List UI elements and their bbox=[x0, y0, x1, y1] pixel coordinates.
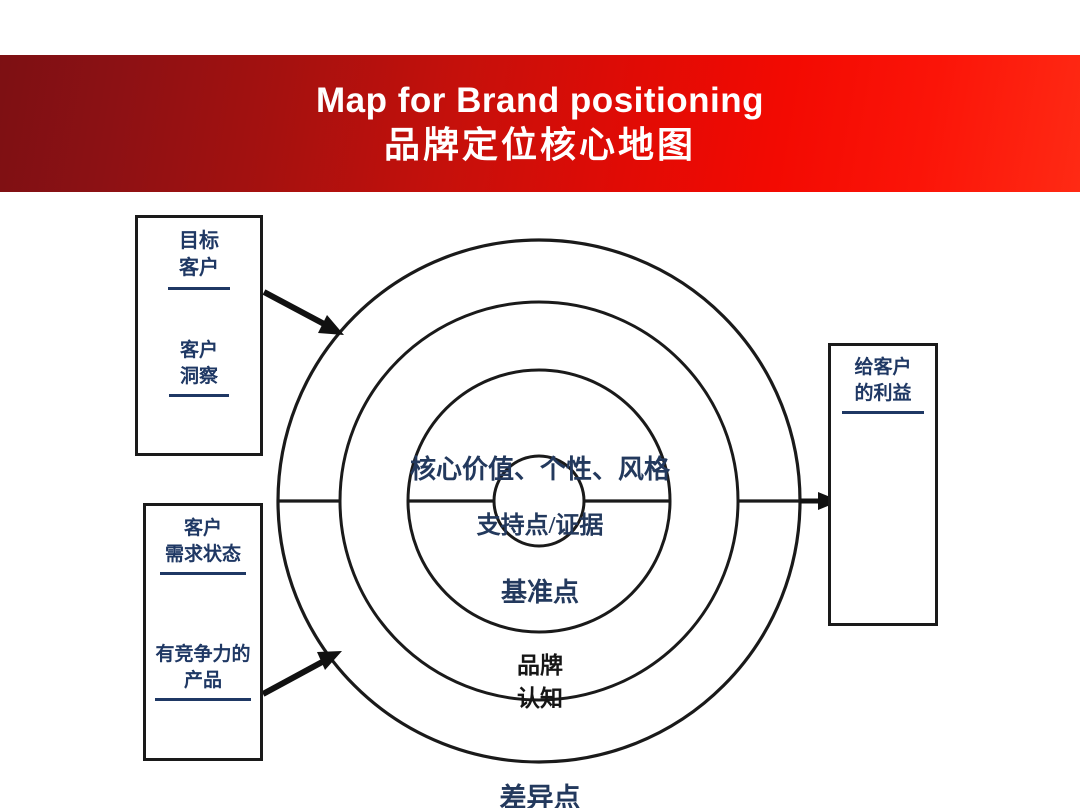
entry-customer-benefit: 给客户 的利益 bbox=[839, 355, 927, 415]
box-target-customer[interactable]: 目标 客户 客户 洞察 bbox=[135, 215, 263, 456]
arrow-competitive-product-to-circle-icon bbox=[317, 651, 342, 670]
entry-competitive-product-line2: 产品 bbox=[183, 669, 222, 691]
center-label-line2: 认知 bbox=[517, 686, 563, 712]
box-customer-benefit[interactable]: 给客户 的利益 bbox=[828, 343, 938, 626]
center-label-line1: 品牌 bbox=[517, 653, 563, 678]
ring-label-support: 支持点/证据 bbox=[476, 513, 604, 539]
entry-customer-needs-state: 客户 需求状态 bbox=[154, 516, 252, 576]
entry-customer-insight-line2: 洞察 bbox=[179, 365, 218, 387]
entry-target-customer: 目标 客户 bbox=[146, 228, 252, 290]
connector-line-competitive-product bbox=[261, 658, 326, 697]
box-customer-needs[interactable]: 客户 需求状态 有竞争力的 产品 bbox=[143, 503, 263, 761]
entry-benefit-line2: 的利益 bbox=[854, 382, 912, 404]
header-banner: Map for Brand positioning 品牌定位核心地图 bbox=[0, 55, 1080, 192]
entry-underline bbox=[160, 572, 246, 576]
entry-customer-insight-line1: 客户 bbox=[179, 340, 218, 361]
connector-line-target-customer bbox=[262, 289, 328, 328]
entry-needs-state-line1: 客户 bbox=[183, 518, 222, 539]
entry-underline bbox=[155, 698, 251, 702]
entry-competitive-product-line1: 有竞争力的 bbox=[155, 644, 251, 665]
page-title-chinese: 品牌定位核心地图 bbox=[383, 124, 696, 166]
entry-target-customer-line1: 目标 bbox=[179, 230, 219, 252]
entry-benefit-line1: 给客户 bbox=[854, 357, 912, 378]
ring-label-benchmark: 基准点 bbox=[500, 578, 579, 607]
entry-needs-state-line2: 需求状态 bbox=[164, 543, 241, 565]
entry-competitive-product: 有竞争力的 产品 bbox=[154, 642, 252, 702]
entry-customer-insight: 客户 洞察 bbox=[146, 338, 252, 398]
brand-positioning-diagram: 核心价值、个性、风格 支持点/证据 基准点 差异点 可被使用的资产 /视觉标识 … bbox=[0, 192, 1080, 808]
entry-underline bbox=[168, 287, 230, 290]
entry-target-customer-line2: 客户 bbox=[179, 257, 219, 279]
entry-underline bbox=[169, 394, 229, 398]
center-label-brand-awareness: 品牌 认知 bbox=[0, 649, 1080, 716]
page-title-english: Map for Brand positioning bbox=[315, 80, 765, 120]
ring-second-circle bbox=[338, 300, 740, 702]
ring-label-difference: 差异点 bbox=[499, 783, 581, 808]
arrow-target-customer-to-circle-icon bbox=[318, 315, 344, 335]
diagram-canvas bbox=[261, 238, 840, 764]
ring-label-core-value: 核心价值、个性、风格 bbox=[409, 455, 670, 484]
entry-underline bbox=[842, 411, 924, 415]
